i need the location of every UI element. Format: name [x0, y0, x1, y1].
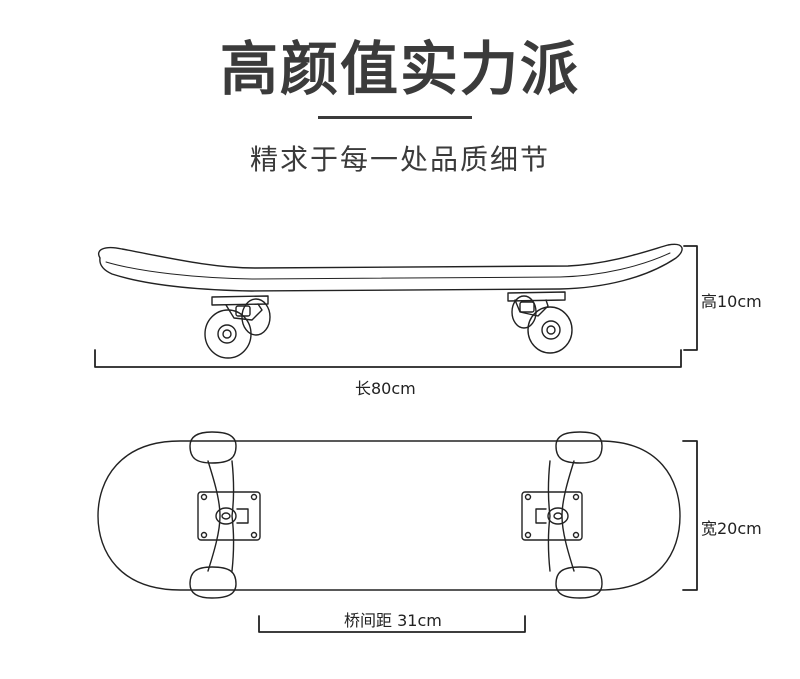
height-label: 高10cm — [701, 292, 762, 311]
wheelbase-label: 桥间距 31cm — [344, 611, 442, 630]
side-right-wheel — [527, 306, 573, 354]
top-right-truck — [521, 460, 583, 572]
side-left-wheel — [204, 309, 252, 359]
top-left-truck — [197, 460, 261, 572]
page-title: 高颜值实力派 — [219, 35, 580, 103]
height-dimension-line — [683, 245, 698, 351]
top-view-skateboard — [97, 431, 681, 599]
width-label: 宽20cm — [701, 519, 762, 538]
title-divider — [318, 116, 472, 119]
side-view-skateboard — [98, 243, 683, 359]
top-right-wheels — [555, 431, 603, 599]
side-deck-inner — [105, 252, 671, 280]
side-left-truck — [211, 295, 271, 336]
length-label: 长80cm — [355, 379, 416, 398]
wheelbase-dimension-line — [258, 615, 526, 633]
side-deck — [98, 243, 683, 292]
top-left-wheels — [189, 431, 237, 599]
top-deck — [97, 440, 681, 591]
page-subtitle: 精求于每一处品质细节 — [249, 143, 550, 176]
length-dimension-line — [94, 349, 682, 368]
width-dimension-line — [682, 440, 698, 591]
